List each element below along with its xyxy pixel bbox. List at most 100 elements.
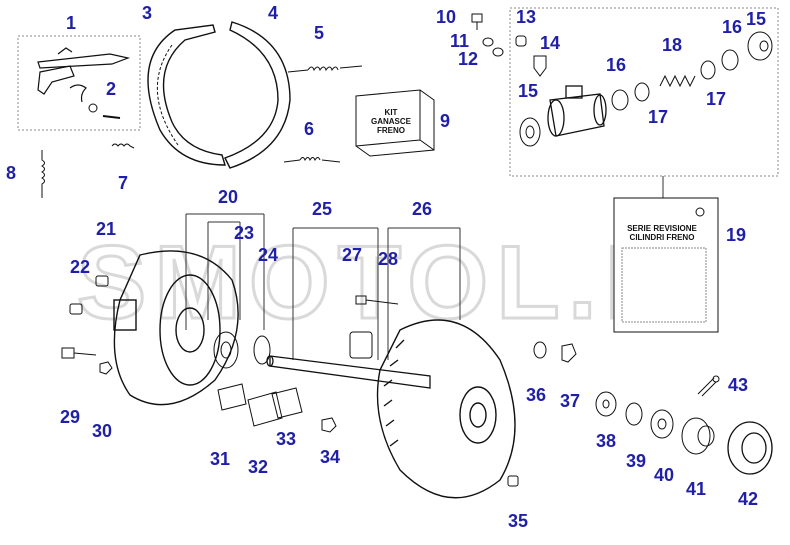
- part-label-19: 19: [726, 225, 747, 245]
- part-label-5: 5: [314, 23, 325, 43]
- part-36-washer: [533, 341, 547, 359]
- part-27-bolt: [355, 295, 399, 305]
- part-label-32: 32: [248, 457, 269, 477]
- kit-box-line2: GANASCE FRENO: [370, 117, 411, 135]
- part-label-15b: 15: [746, 9, 767, 29]
- watermark-text: SMOTOL.IT: [77, 225, 713, 341]
- part-label-28: 28: [378, 249, 399, 269]
- part-4-brake-shoe: [224, 21, 291, 169]
- part-label-27: 27: [342, 245, 363, 265]
- part-label-35: 35: [508, 511, 529, 531]
- part-label-20: 20: [218, 187, 239, 207]
- part-label-7: 7: [118, 173, 129, 193]
- part-16-piston: [611, 89, 629, 111]
- part-12-washer: [492, 47, 504, 57]
- part-32-bracket: [247, 391, 283, 427]
- kit-box-label: KIT GANASCE FRENO: [360, 108, 422, 135]
- part-label-8: 8: [6, 163, 17, 183]
- group-box-lever: [17, 35, 141, 131]
- part-label-25: 25: [312, 199, 333, 219]
- part-25-axle: [266, 355, 431, 389]
- part-label-17a: 17: [648, 107, 669, 127]
- part-28-bushing: [349, 331, 373, 359]
- part-41-hub-cap: [681, 417, 715, 455]
- part-42-dust-cover: [727, 421, 773, 475]
- manual-label: SERIE REVISIONE CILINDRI FRENO: [616, 224, 708, 242]
- part-21-plug: [95, 275, 109, 287]
- part-label-16b: 16: [722, 17, 743, 37]
- part-label-10: 10: [436, 7, 457, 27]
- part-2-washer: [88, 103, 98, 113]
- part-33-bracket: [271, 387, 303, 419]
- part-label-17b: 17: [706, 89, 727, 109]
- part-label-31: 31: [210, 449, 231, 469]
- part-label-21: 21: [96, 219, 117, 239]
- shoe-lining: [156, 44, 179, 146]
- part-label-42: 42: [738, 489, 759, 509]
- bracket-lines-25-26: [292, 227, 461, 360]
- part-label-4: 4: [268, 3, 279, 23]
- group-box-wheel-cylinder: [509, 7, 779, 177]
- part-35-plug: [507, 475, 519, 487]
- part-label-37: 37: [560, 391, 581, 411]
- part-19-manual: [613, 197, 719, 333]
- manual-line2: CILINDRI FRENO: [629, 233, 695, 242]
- part-5-spring: [287, 65, 363, 73]
- manual-line1: SERIE REVISIONE: [627, 224, 697, 233]
- part-20-backing-plate: [113, 250, 239, 406]
- part-label-40: 40: [654, 465, 675, 485]
- part-30-nut: [99, 361, 113, 375]
- part-label-3: 3: [142, 3, 153, 23]
- part-label-16a: 16: [606, 55, 627, 75]
- part-label-15a: 15: [518, 81, 539, 101]
- wheel-cylinder-body: [547, 85, 607, 137]
- part-label-11: 11: [450, 31, 470, 51]
- part-16-piston-right: [721, 49, 739, 71]
- part-label-2: 2: [106, 79, 117, 99]
- part-40-nut: [650, 409, 674, 439]
- part-label-30: 30: [92, 421, 113, 441]
- part-label-14: 14: [540, 33, 561, 53]
- part-label-29: 29: [60, 407, 81, 427]
- part-26-brake-drum: [376, 319, 516, 499]
- part-15-boot: [519, 117, 541, 147]
- part-29-bolt: [61, 347, 97, 359]
- part-24-bearing: [213, 331, 239, 369]
- part-label-41: 41: [686, 479, 707, 499]
- part-15-boot-right: [747, 31, 773, 61]
- part-seal-ring: [253, 335, 271, 365]
- kit-box-line1: KIT: [384, 108, 398, 117]
- part-label-18: 18: [662, 35, 683, 55]
- part-label-22: 22: [70, 257, 91, 277]
- part-label-39: 39: [626, 451, 647, 471]
- part-3-brake-shoe: [147, 24, 226, 166]
- part-label-24: 24: [258, 245, 279, 265]
- part-2-pin: [102, 115, 121, 119]
- part-label-34: 34: [320, 447, 341, 467]
- part-34-nut: [321, 417, 337, 433]
- bracket-lines-20-23: [185, 213, 265, 330]
- part-17-seal-right: [700, 60, 716, 80]
- part-label-33: 33: [276, 429, 297, 449]
- part-31-plate: [217, 383, 247, 411]
- part-label-43: 43: [728, 375, 749, 395]
- part-14-bleed-screw: [533, 55, 547, 77]
- part-22-plug: [69, 303, 83, 315]
- part-37-nut: [561, 343, 577, 363]
- part-label-9: 9: [440, 111, 451, 131]
- part-10-bolt: [471, 13, 483, 30]
- part-39-ring: [625, 402, 643, 426]
- part-11-washer: [482, 37, 494, 47]
- part-label-6: 6: [304, 119, 315, 139]
- part-17-seal: [634, 82, 650, 102]
- part-1-lever: [37, 47, 131, 103]
- part-9-kit-box: [355, 89, 435, 157]
- part-label-13: 13: [516, 7, 537, 27]
- part-label-12: 12: [458, 49, 479, 69]
- part-7-spring: [111, 143, 135, 149]
- part-38-washer: [595, 391, 617, 417]
- part-label-1: 1: [66, 13, 77, 33]
- part-18-spring: [659, 74, 696, 88]
